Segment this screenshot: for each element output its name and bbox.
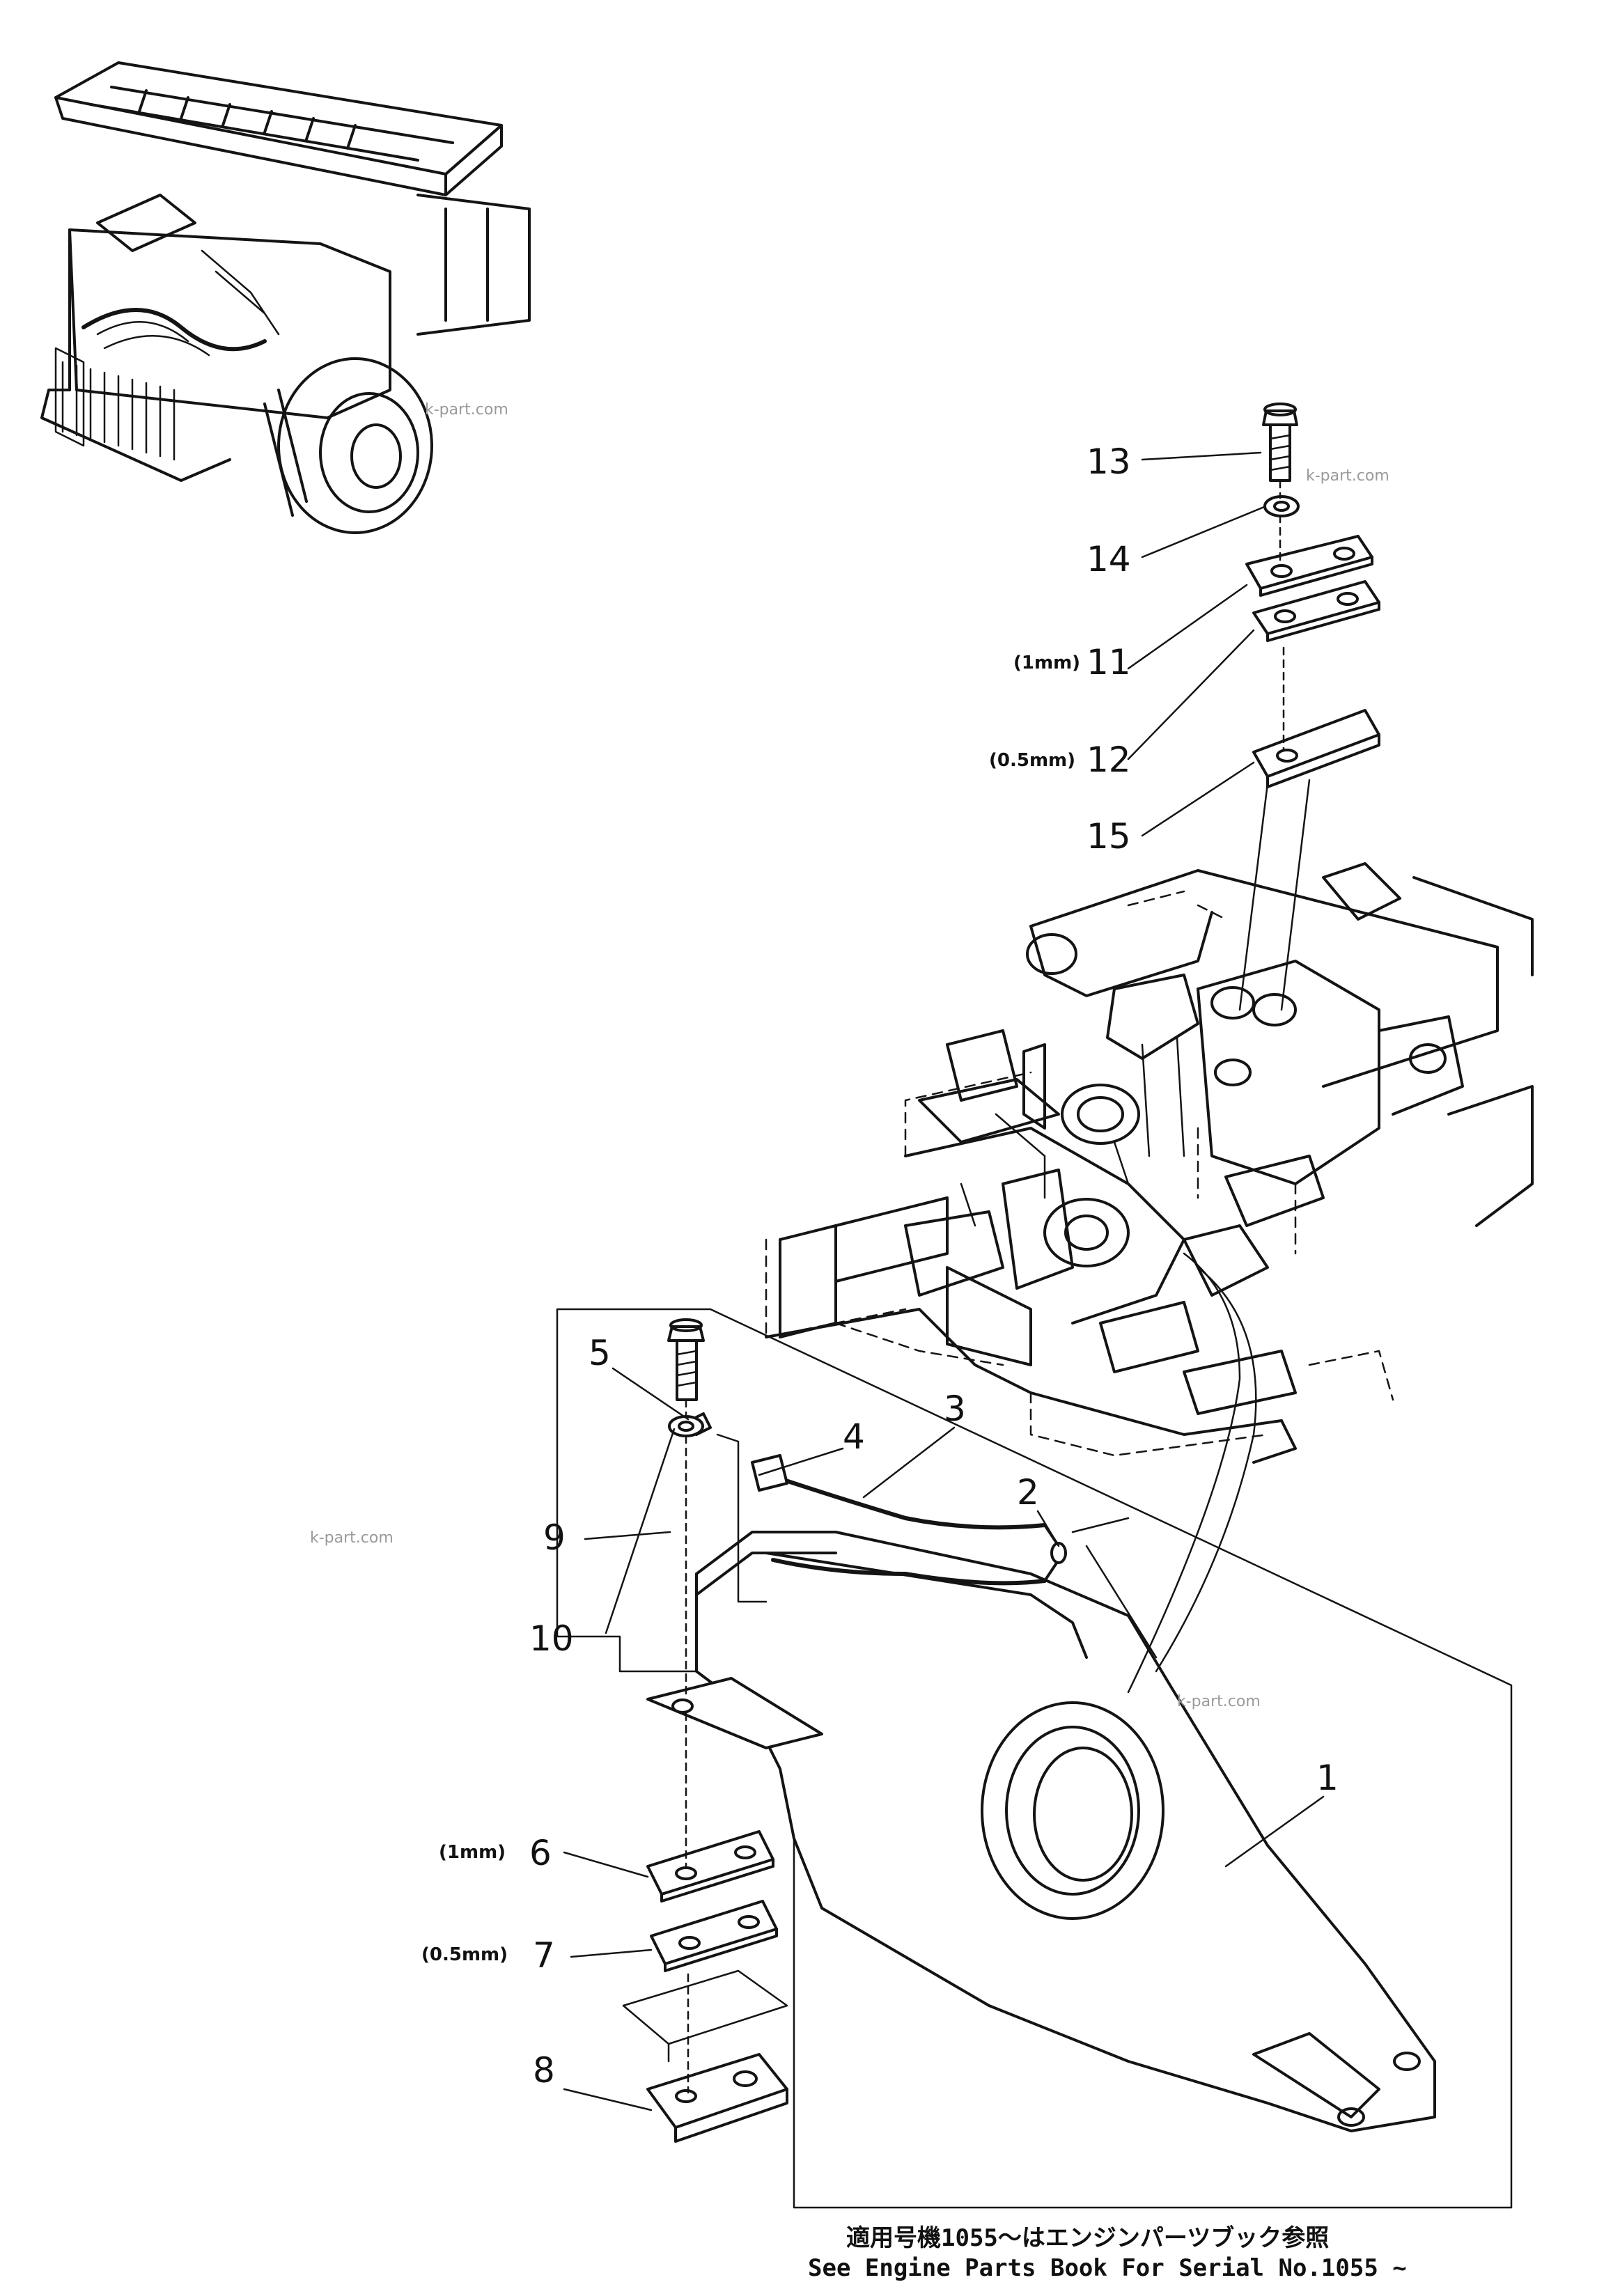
footnote-japanese: 適用号機1055～はエンジンパーツブック参照: [846, 2224, 1329, 2252]
upper-plate-15: [1252, 709, 1380, 788]
footnote-english: See Engine Parts Book For Serial No.1055…: [808, 2254, 1407, 2282]
cable-3: [771, 1474, 1060, 1586]
callout-11: (1mm) 11: [1013, 642, 1131, 682]
callout-8: 8: [533, 2050, 555, 2091]
watermark: k-part.com: [310, 1529, 394, 1547]
callout-7-note: (0.5mm): [421, 1944, 508, 1965]
callout-4-number: 4: [843, 1416, 865, 1457]
callout-7-number: 7: [533, 1935, 555, 1976]
detail-boundary: [556, 1308, 1513, 2209]
dump-truck-illustration: [40, 61, 531, 534]
callout-5-number: 5: [589, 1333, 611, 1373]
lower-shim-7: [650, 1900, 778, 1972]
callout-1: 1: [1316, 1758, 1339, 1798]
callout-2-number: 2: [1017, 1472, 1039, 1513]
callout-7: (0.5mm) 7: [421, 1935, 555, 1976]
callout-14: 14: [1087, 539, 1131, 579]
callout-12: (0.5mm) 12: [989, 740, 1131, 780]
upper-shim-11: [1245, 535, 1373, 597]
engine-frame-dashed: [765, 890, 1394, 1457]
lower-stack-axis: [685, 1398, 690, 2094]
callout-6-number: 6: [529, 1833, 552, 1873]
lower-bolt-9: [667, 1318, 705, 1401]
callout-3-number: 3: [944, 1389, 966, 1429]
callout-2: 2: [1017, 1472, 1039, 1513]
upper-shim-12: [1252, 580, 1380, 642]
callout-9: 9: [543, 1517, 566, 1558]
lower-shim-6: [646, 1830, 774, 1903]
lower-plate-8: [646, 2053, 788, 2143]
callout-11-number: 11: [1087, 642, 1131, 682]
callout-14-number: 14: [1087, 539, 1131, 579]
callout-6-note: (1mm): [439, 1842, 506, 1863]
upper-bolt-13: [1262, 403, 1298, 482]
lower-block-ghost: [622, 1969, 788, 2063]
clamp-2: [1050, 1542, 1067, 1564]
callout-3: 3: [944, 1389, 966, 1429]
callout-5: 5: [589, 1333, 611, 1373]
watermark: k-part.com: [1306, 467, 1389, 485]
callout-10-number: 10: [529, 1618, 574, 1659]
callout-1-number: 1: [1316, 1758, 1339, 1798]
clamp-4: [751, 1454, 788, 1492]
engine-frame-assembly: [765, 862, 1534, 1464]
upper-stack-axis: [1238, 479, 1311, 1011]
callout-13-number: 13: [1087, 442, 1131, 482]
callout-11-note: (1mm): [1013, 653, 1080, 673]
callout-12-number: 12: [1087, 740, 1131, 780]
callout-10: 10: [529, 1618, 574, 1659]
callout-4: 4: [843, 1416, 865, 1457]
upper-washer-14: [1263, 495, 1300, 517]
callout-12-note: (0.5mm): [989, 750, 1075, 771]
main-bracket-1: [646, 1517, 1436, 2132]
watermark: k-part.com: [425, 401, 508, 419]
callout-15-number: 15: [1087, 816, 1131, 857]
watermark: k-part.com: [1177, 1693, 1261, 1710]
callout-15: 15: [1087, 816, 1131, 857]
callout-13: 13: [1087, 442, 1131, 482]
callout-6: (1mm) 6: [439, 1833, 552, 1873]
callout-8-number: 8: [533, 2050, 555, 2091]
leader-lines: [563, 451, 1325, 2111]
callout-9-number: 9: [543, 1517, 566, 1558]
lower-washer-10: [668, 1415, 704, 1437]
engine-harness: [1127, 1252, 1257, 1694]
